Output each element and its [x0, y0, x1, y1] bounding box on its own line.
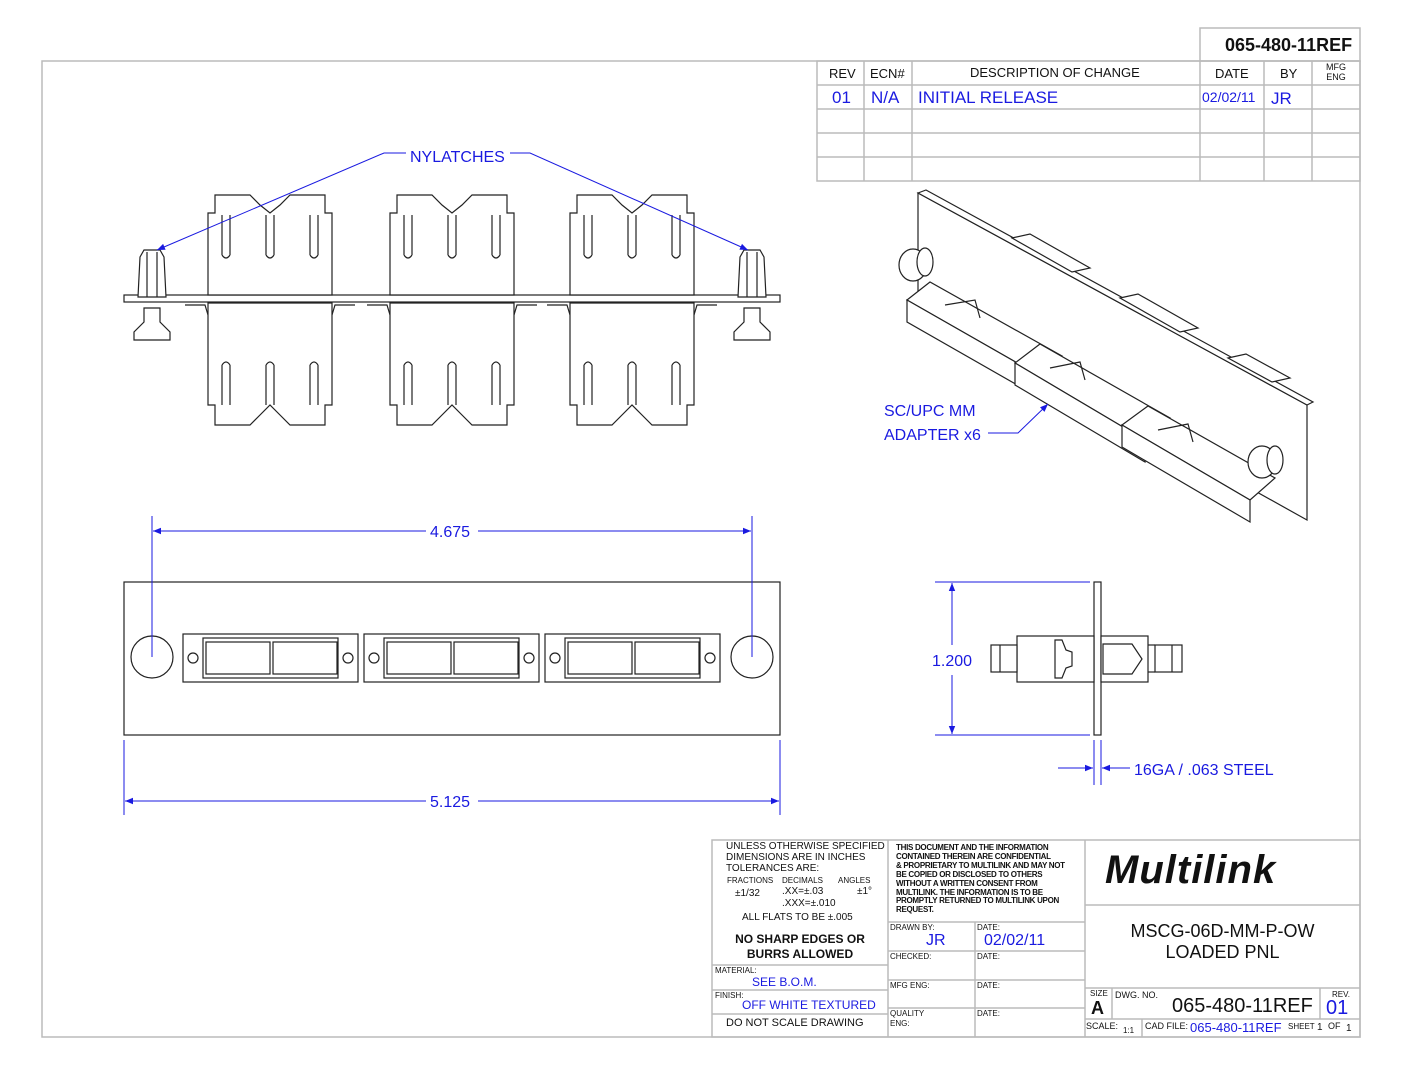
tol-decimal-xx: .XX=±.03: [782, 886, 824, 897]
dimension-steel: 16GA / .063 STEEL: [1058, 740, 1274, 785]
tolerance-line: TOLERANCES ARE:: [726, 863, 820, 874]
confidential-line: THIS DOCUMENT AND THE INFORMATION: [896, 843, 1049, 852]
front-view: [123, 581, 781, 736]
quality-label: QUALITY: [890, 1009, 925, 1018]
adapter-leader: SC/UPC MM ADAPTER x6: [884, 403, 1049, 444]
of-label: OF: [1328, 1021, 1341, 1031]
fractions-header: FRACTIONS: [727, 876, 774, 885]
finish-value: OFF WHITE TEXTURED: [742, 998, 876, 1012]
mfg-date-label: DATE:: [977, 981, 1000, 990]
drawing-title-1: MSCG-06D-MM-P-OW: [1130, 921, 1315, 941]
tolerance-note: UNLESS OTHERWISE SPECIFIED DIMENSIONS AR…: [726, 841, 885, 874]
rev-value: 01: [1326, 997, 1349, 1019]
drawn-by-label: DRAWN BY:: [890, 923, 935, 932]
drawn-date-label: DATE:: [977, 923, 1000, 932]
sheet-label: SHEET: [1288, 1022, 1315, 1031]
drawn-by-value: JR: [926, 932, 946, 949]
quality-eng-label: ENG:: [890, 1019, 910, 1028]
steel-label: 16GA / .063 STEEL: [1134, 762, 1274, 779]
scale-label: SCALE:: [1086, 1021, 1119, 1031]
confidential-line: BE COPIED OR DISCLOSED TO OTHERS: [896, 869, 1043, 879]
checked-label: CHECKED:: [890, 952, 932, 961]
mfg-eng-label: MFG ENG:: [890, 981, 930, 990]
multilink-logo: Multilink: [1105, 848, 1277, 892]
date-value: 02/02/11: [1202, 89, 1256, 105]
dim-5125: 5.125: [430, 794, 470, 811]
size-value: A: [1091, 998, 1104, 1018]
confidential-line: PROMPTLY RETURNED TO MULTILINK UPON: [896, 896, 1059, 906]
drawing-number-top: 065-480-11REF: [1225, 35, 1353, 55]
adapter-label-2: ADAPTER x6: [884, 427, 981, 444]
rev-label: REV.: [1332, 990, 1350, 999]
tol-decimal-xxx: .XXX=±.010: [782, 898, 836, 909]
dwg-no-value: 065-480-11REF: [1172, 995, 1313, 1017]
size-label: SIZE: [1090, 989, 1108, 998]
quality-date-label: DATE:: [977, 1009, 1000, 1018]
rev-value: 01: [832, 88, 851, 107]
nylatches-label: NYLATCHES: [410, 149, 505, 166]
tolerance-line: DIMENSIONS ARE IN INCHES: [726, 852, 866, 863]
decimals-header: DECIMALS: [782, 876, 823, 885]
drawing-title-2: LOADED PNL: [1165, 942, 1280, 962]
material-value: SEE B.O.M.: [752, 975, 817, 989]
of-value: 1: [1346, 1023, 1352, 1034]
dimension-overall-width: 5.125: [123, 740, 781, 815]
by-header: BY: [1280, 66, 1298, 81]
side-view: [990, 581, 1183, 736]
dim-4675: 4.675: [430, 524, 470, 541]
checked-date-label: DATE:: [977, 952, 1000, 961]
top-view: [123, 194, 781, 426]
material-label: MATERIAL:: [715, 966, 757, 975]
rev-header: REV: [829, 66, 856, 81]
confidential-line: REQUEST.: [896, 905, 934, 915]
tol-angle: ±1°: [857, 886, 873, 897]
ecn-value: N/A: [871, 88, 900, 107]
sheet-border: [41, 60, 1361, 1038]
confidential-line: WITHOUT A WRITTEN CONSENT FROM: [896, 878, 1038, 888]
angles-header: ANGLES: [838, 876, 871, 885]
drawn-date-value: 02/02/11: [984, 932, 1046, 949]
cad-file-label: CAD FILE:: [1145, 1021, 1189, 1031]
description-header: DESCRIPTION OF CHANGE: [970, 65, 1140, 80]
flats-note: ALL FLATS TO BE ±.005: [742, 912, 853, 923]
confidential-line: CONTAINED THEREIN ARE CONFIDENTIAL: [896, 851, 1051, 861]
confidential-note: THIS DOCUMENT AND THE INFORMATION CONTAI…: [896, 843, 1065, 915]
ecn-header: ECN#: [870, 66, 905, 81]
sheet-value: 1: [1317, 1022, 1323, 1033]
dimension-hole-spacing: 4.675: [151, 516, 753, 657]
burrs-allowed: BURRS ALLOWED: [746, 947, 854, 961]
finish-label: FINISH:: [715, 991, 744, 1000]
tolerance-line: UNLESS OTHERWISE SPECIFIED: [726, 841, 885, 852]
confidential-line: MULTILINK. THE INFORMATION IS TO BE: [896, 887, 1043, 897]
adapter-label-1: SC/UPC MM: [884, 403, 976, 420]
cad-file-value: 065-480-11REF: [1190, 1020, 1282, 1035]
title-block-grid: [711, 839, 1361, 1038]
scale-value: 1:1: [1123, 1026, 1135, 1035]
do-not-scale: DO NOT SCALE DRAWING: [726, 1017, 864, 1029]
dimension-height: 1.200: [932, 581, 1090, 736]
dim-1200: 1.200: [932, 653, 972, 670]
by-value: JR: [1271, 89, 1292, 108]
mfg-eng-header: MFG ENG: [1326, 62, 1346, 82]
date-header: DATE: [1215, 66, 1249, 81]
isometric-view: [898, 189, 1315, 524]
nylatches-leader: NYLATCHES: [156, 149, 749, 251]
confidential-line: & PROPRIETARY TO MULTILINK AND MAY NOT: [896, 860, 1065, 870]
no-sharp-edges: NO SHARP EDGES OR: [735, 932, 865, 946]
description-value: INITIAL RELEASE: [918, 88, 1059, 107]
dwg-no-label: DWG. NO.: [1115, 990, 1158, 1000]
revision-table-grid: [816, 27, 1361, 182]
tol-fraction: ±1/32: [735, 888, 760, 899]
